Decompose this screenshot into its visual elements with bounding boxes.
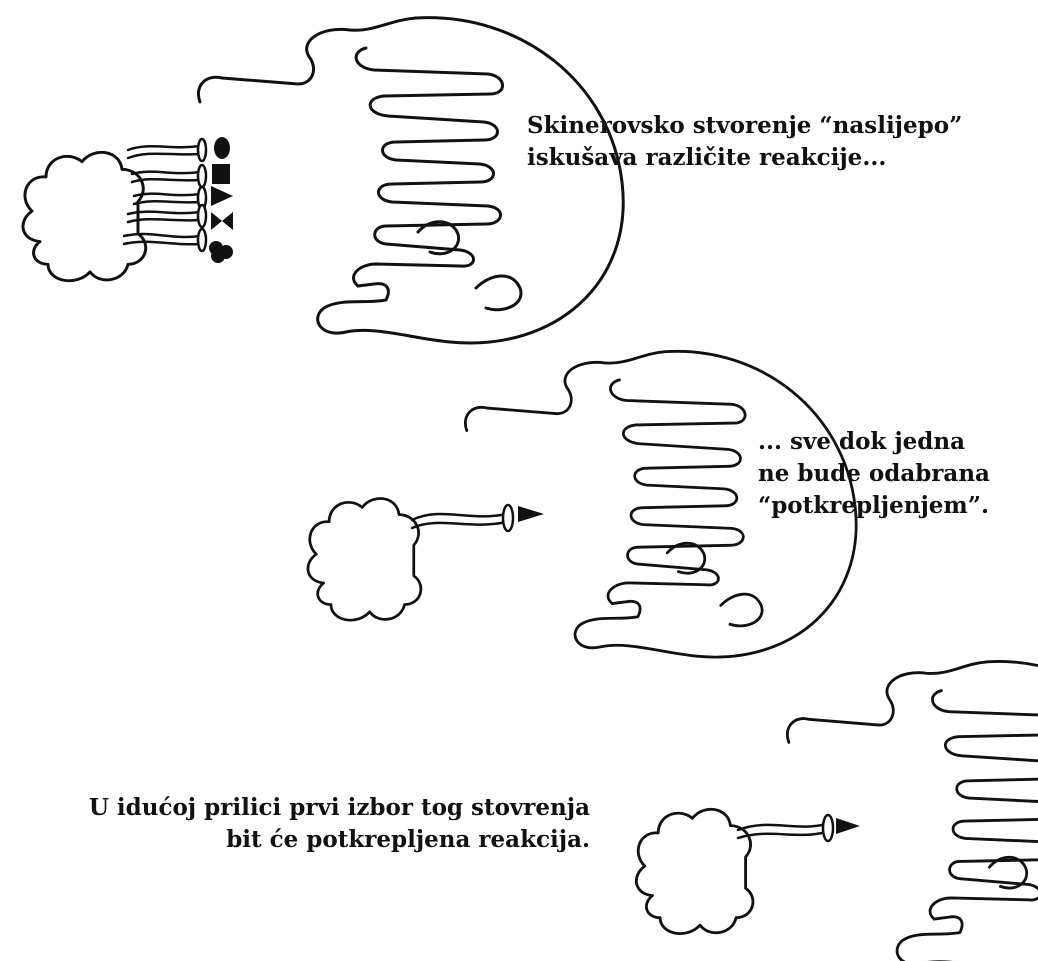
caption-reinforcement: ... sve dok jedna ne bude odabrana “potk… — [758, 426, 990, 522]
caption-line: Skinerovsko stvorenje “naslijepo” — [527, 110, 962, 142]
organism-trial-and-error — [23, 18, 623, 343]
organism-next-choice — [636, 661, 1038, 961]
caption-line: U idućoj prilici prvi izbor tog stovrenj… — [70, 792, 590, 824]
triangle-icon — [836, 818, 860, 834]
caption-line: iskušava različite reakcije... — [527, 142, 962, 174]
caption-trial-and-error: Skinerovsko stvorenje “naslijepo” iskuša… — [527, 110, 962, 174]
oval-icon — [214, 137, 230, 159]
caption-line: bit će potkrepljena reakcija. — [70, 824, 590, 856]
square-icon — [212, 164, 230, 184]
bowtie-icon — [211, 212, 233, 230]
triangle-icon — [518, 506, 544, 522]
caption-line: “potkrepljenjem”. — [758, 490, 990, 522]
caption-line: ... sve dok jedna — [758, 426, 990, 458]
trefoil-icon — [209, 241, 233, 263]
caption-line: ne bude odabrana — [758, 458, 990, 490]
caption-next-choice: U idućoj prilici prvi izbor tog stovrenj… — [70, 792, 590, 856]
triangle-icon — [211, 186, 233, 206]
